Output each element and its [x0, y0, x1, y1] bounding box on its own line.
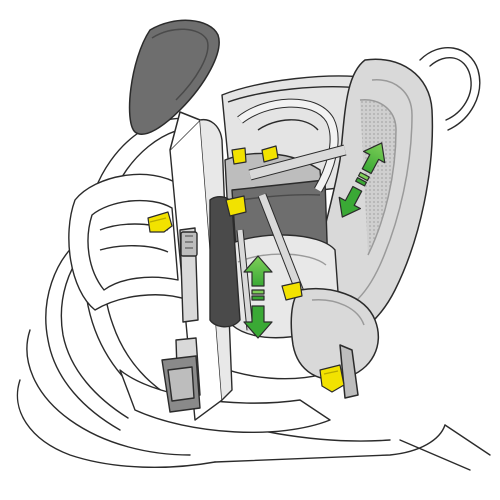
hip-belt [68, 173, 189, 311]
harness-height-arrow [243, 255, 273, 339]
harness-straps [236, 98, 347, 331]
seat-height-arrow [338, 142, 386, 218]
buckle-shoulder-left [231, 147, 247, 165]
buckle-hip-left [147, 211, 173, 233]
headrest [128, 19, 220, 151]
buckle-front [319, 364, 345, 393]
buckle-icon [147, 145, 345, 393]
double-arrow-icon [243, 142, 386, 339]
strap-adjuster [180, 231, 198, 257]
buckle-shoulder-right [261, 145, 279, 163]
buckle-seat [281, 281, 303, 301]
buckle-chest [225, 195, 247, 217]
